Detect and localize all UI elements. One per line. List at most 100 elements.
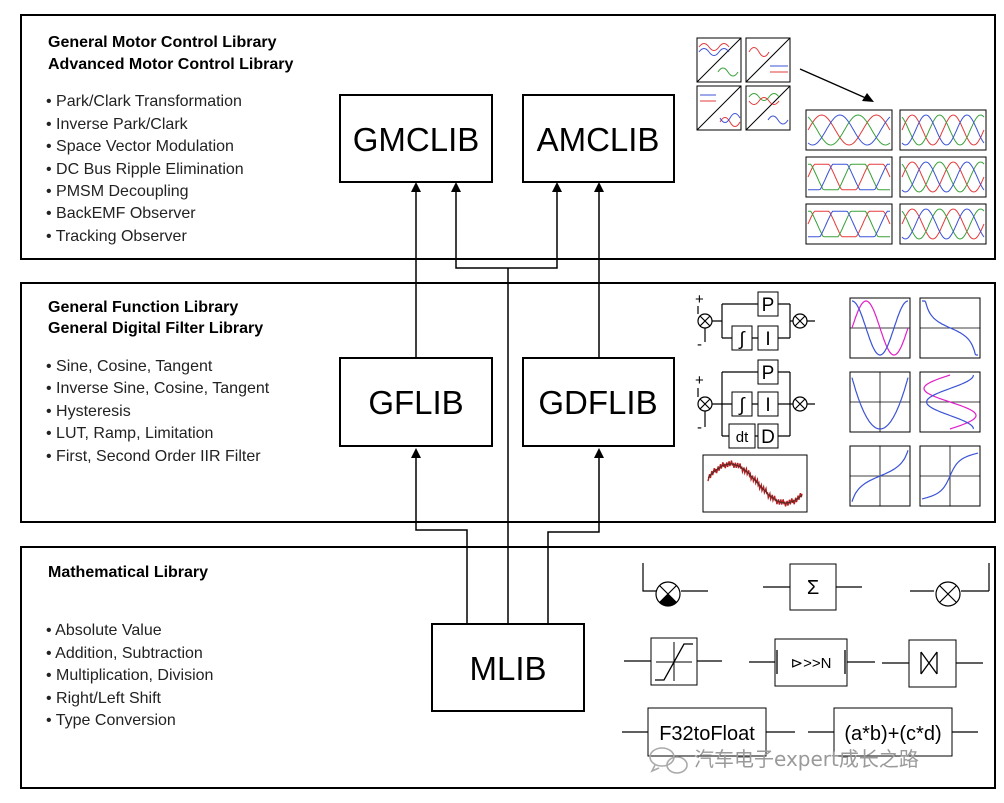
- list-item: • PMSM Decoupling: [46, 183, 189, 200]
- arrow-head: [411, 448, 421, 458]
- multiplier-symbol-2: [910, 563, 990, 607]
- list-item: • Absolute Value: [46, 622, 162, 639]
- wire-mlib-motor-bus: [455, 186, 558, 624]
- shift-label: ⊳>>N: [791, 655, 832, 672]
- list-item: • First, Second Order IIR Filter: [46, 448, 261, 465]
- gmclib-box: GMCLIB: [339, 94, 493, 183]
- plus-sign: +: [695, 372, 704, 389]
- wechat-logo-icon: [649, 747, 688, 774]
- list-item: • Space Vector Modulation: [46, 138, 234, 155]
- motor-feature-list: • Park/Clark Transformation • Inverse Pa…: [46, 93, 244, 245]
- list-item: • Inverse Sine, Cosine, Tangent: [46, 380, 270, 397]
- three-phase-waveforms: [805, 109, 987, 245]
- waveform-thumbnail: [899, 156, 987, 198]
- list-item: • Tracking Observer: [46, 228, 187, 245]
- integral-symbol: ∫: [738, 329, 746, 350]
- expression-block: (a*b)+(c*d): [808, 707, 978, 757]
- transform-thumb-3: [696, 85, 742, 131]
- transform-thumb-1: [696, 37, 742, 83]
- filtered-signal: [707, 463, 803, 504]
- list-item: • Right/Left Shift: [46, 690, 162, 707]
- derivative-dt-label: dt: [736, 429, 749, 446]
- function-plot: [849, 371, 911, 433]
- arrow-head: [451, 182, 461, 192]
- gdflib-box: GDFLIB: [522, 357, 675, 447]
- waveform-thumbnail: [899, 203, 987, 245]
- list-item: • DC Bus Ripple Elimination: [46, 161, 244, 178]
- gflib-label: GFLIB: [368, 384, 463, 421]
- d-gain-label: D: [761, 427, 775, 448]
- waveform-thumbnail: [805, 109, 893, 151]
- arrow-head: [411, 182, 421, 192]
- mlib-box: MLIB: [431, 623, 585, 712]
- function-feature-list: • Sine, Cosine, Tangent • Inverse Sine, …: [46, 358, 270, 465]
- gmclib-label: GMCLIB: [353, 121, 480, 158]
- function-plot: [919, 371, 981, 433]
- transform-thumbnails: [696, 37, 874, 131]
- conversion-block: F32toFloat: [622, 707, 795, 757]
- conversion-label: F32toFloat: [659, 723, 755, 745]
- list-item: • Park/Clark Transformation: [46, 93, 242, 110]
- pid-controller-diagram: + - P ∫ I dt D: [695, 359, 815, 449]
- p-gain-label: P: [762, 295, 775, 316]
- function-plots: [849, 297, 981, 507]
- waveform-thumbnail: [805, 156, 893, 198]
- p-gain-label: P: [762, 363, 775, 384]
- integral-symbol: ∫: [738, 395, 746, 416]
- gflib-box: GFLIB: [339, 357, 493, 447]
- expression-label: (a*b)+(c*d): [844, 723, 941, 745]
- list-item: • Hysteresis: [46, 403, 131, 420]
- math-feature-list: • Absolute Value • Addition, Subtraction…: [46, 622, 213, 729]
- list-item: • LUT, Ramp, Limitation: [46, 425, 213, 442]
- watermark: 汽车电子expert成长之路: [649, 747, 919, 774]
- mlib-label: MLIB: [469, 650, 546, 687]
- multiplier-symbol: [642, 563, 708, 607]
- list-item: • Multiplication, Division: [46, 667, 213, 684]
- sigma-label: Σ: [807, 577, 819, 599]
- sum-symbol: Σ: [763, 563, 862, 611]
- noisy-signal: [707, 460, 803, 507]
- function-plot: [849, 445, 911, 507]
- minus-sign: -: [697, 336, 702, 353]
- list-item: • Inverse Park/Clark: [46, 116, 189, 133]
- function-heading-2: General Digital Filter Library: [48, 320, 263, 337]
- waveform-thumbnail: [899, 109, 987, 151]
- i-gain-label: I: [765, 395, 770, 416]
- function-heading-1: General Function Library: [48, 299, 238, 316]
- pi-controller-diagram: + - P ∫ I: [695, 291, 815, 353]
- arrow-head: [594, 448, 604, 458]
- arrow-head: [594, 182, 604, 192]
- amclib-box: AMCLIB: [522, 94, 675, 183]
- motor-heading-1: General Motor Control Library: [48, 34, 277, 51]
- wire-mlib-gflib: [415, 454, 468, 624]
- shift-symbol: ⊳>>N: [749, 638, 875, 687]
- motor-heading-2: Advanced Motor Control Library: [48, 56, 293, 73]
- list-item: • BackEMF Observer: [46, 205, 196, 222]
- limiter-symbol: [624, 637, 722, 686]
- arrow-head: [862, 93, 874, 102]
- function-plot: [919, 445, 981, 507]
- wire-mlib-gdflib: [547, 454, 600, 624]
- thumbnail-arrow: [799, 68, 869, 100]
- function-plot: [849, 297, 911, 359]
- plus-sign: +: [695, 291, 704, 308]
- watermark-text: 汽车电子expert成长之路: [694, 747, 919, 771]
- function-plot: [919, 297, 981, 359]
- amclib-label: AMCLIB: [537, 121, 660, 158]
- transform-thumb-4: [745, 85, 791, 131]
- list-item: • Type Conversion: [46, 712, 176, 729]
- minus-sign: -: [697, 419, 702, 436]
- list-item: • Sine, Cosine, Tangent: [46, 358, 213, 375]
- list-item: • Addition, Subtraction: [46, 645, 203, 662]
- dependency-wires: [411, 182, 604, 624]
- i-gain-label: I: [765, 329, 770, 350]
- filtered-signal-plot: [702, 454, 808, 513]
- math-heading: Mathematical Library: [48, 564, 208, 581]
- type-cast-symbol: [882, 639, 983, 688]
- transform-thumb-2: [745, 37, 791, 83]
- waveform-thumbnail: [805, 203, 893, 245]
- gdflib-label: GDFLIB: [538, 384, 657, 421]
- arrow-head: [552, 182, 562, 192]
